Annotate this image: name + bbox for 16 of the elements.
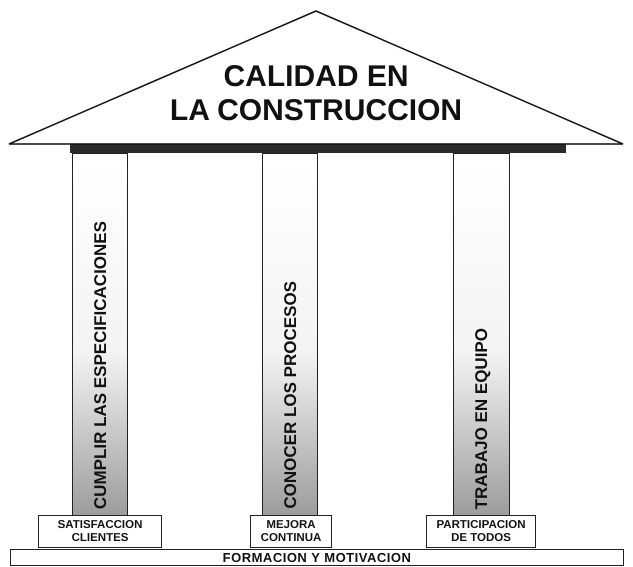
foundation-label: FORMACION Y MOTIVACION	[222, 551, 412, 564]
roof-title: CALIDAD EN LA CONSTRUCCION	[168, 60, 464, 128]
pillar-base	[426, 515, 536, 548]
foundation-bar	[10, 549, 624, 566]
pillar	[453, 153, 510, 516]
pillar	[262, 153, 318, 516]
pillar-base	[250, 515, 332, 548]
pillar-label: TRABAJO EN EQUIPO	[473, 328, 490, 509]
pillar-base	[38, 515, 162, 548]
base-label: SATISFACCION CLIENTES	[56, 518, 144, 544]
pillar-label: CONOCER LOS PROCESOS	[282, 281, 298, 509]
base-label: MEJORA CONTINUA	[260, 518, 322, 544]
pillar	[72, 153, 128, 516]
roof	[8, 10, 624, 146]
pillar-label: CUMPLIR LAS ESPECIFICACIONES	[92, 220, 108, 509]
base-label: PARTICIPACION DE TODOS	[435, 518, 527, 544]
